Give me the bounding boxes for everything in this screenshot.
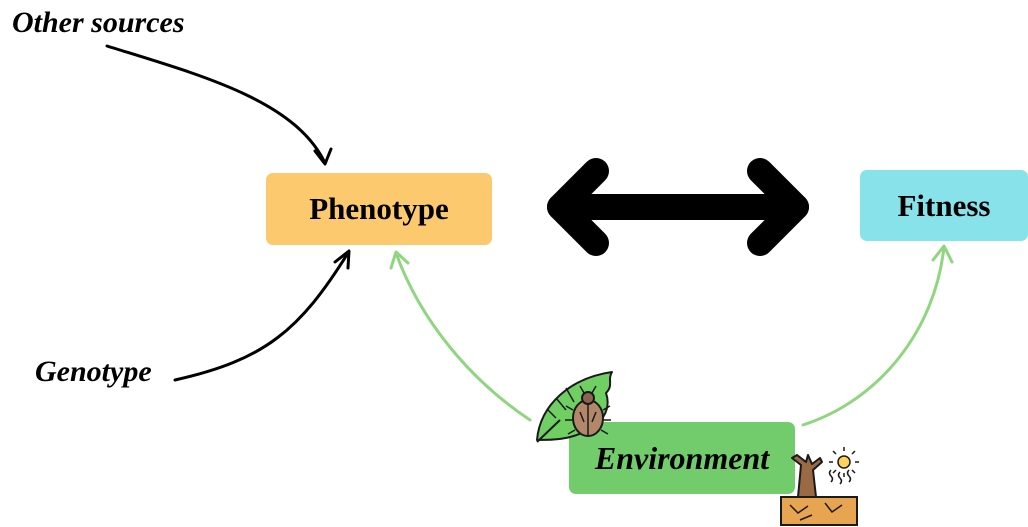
leaf-beetle-icon [536,371,613,443]
environment-to-phenotype-arrow [394,251,532,422]
double-arrow [547,158,809,256]
environment-to-fitness-arrow [801,245,946,427]
other-sources-label: Other sources [12,6,185,39]
genotype-arrow [173,251,350,382]
genotype-label: Genotype [35,355,152,388]
environment-to-phenotype-arrowhead [389,250,410,270]
genotype-arrowhead [333,249,351,270]
other-sources-arrow [105,44,327,165]
phenotype-node: Phenotype [266,173,492,245]
other-sources-arrowhead [313,147,333,166]
environment-to-fitness-arrowhead [931,244,954,264]
environment-node: Environment [569,422,795,494]
phenotype-label: Phenotype [309,191,449,226]
drought-tree-icon [780,447,859,526]
fitness-node: Fitness [860,170,1028,241]
environment-label: Environment [594,439,770,476]
fitness-label: Fitness [897,187,991,223]
